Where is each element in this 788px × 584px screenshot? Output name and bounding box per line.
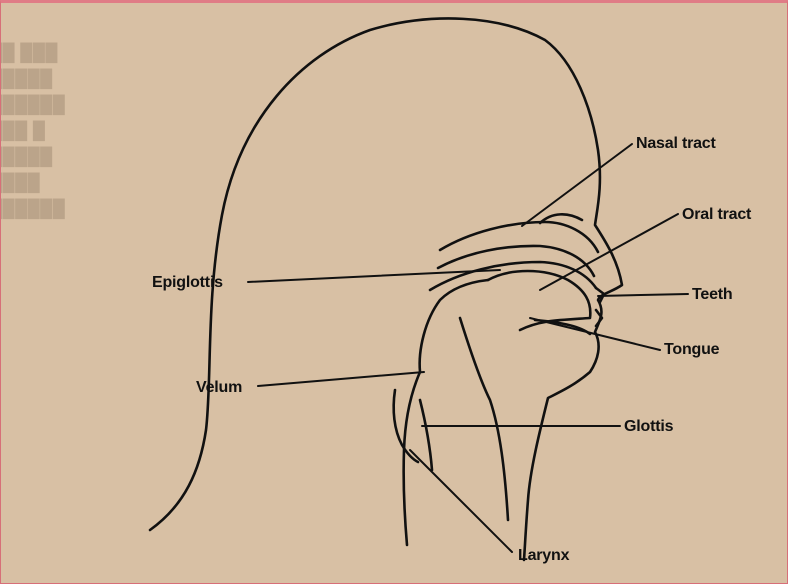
label-larynx: Larynx xyxy=(518,547,570,564)
label-epiglottis: Epiglottis xyxy=(152,274,223,291)
leader-oral-tract xyxy=(540,214,678,290)
label-velum: Velum xyxy=(196,379,242,396)
label-nasal-tract: Nasal tract xyxy=(636,135,716,152)
leader-larynx xyxy=(410,450,512,552)
velum-curve xyxy=(420,280,488,372)
label-glottis: Glottis xyxy=(624,418,674,435)
leader-nasal-tract xyxy=(522,144,632,226)
label-tongue: Tongue xyxy=(664,341,720,358)
label-teeth: Teeth xyxy=(692,286,733,303)
larynx-inner xyxy=(420,400,432,470)
leader-tongue xyxy=(530,318,660,350)
hard-palate xyxy=(430,262,596,290)
pharynx-front xyxy=(460,318,508,520)
label-oral-tract: Oral tract xyxy=(682,206,752,223)
leader-velum xyxy=(258,372,424,386)
leader-teeth xyxy=(598,294,688,296)
